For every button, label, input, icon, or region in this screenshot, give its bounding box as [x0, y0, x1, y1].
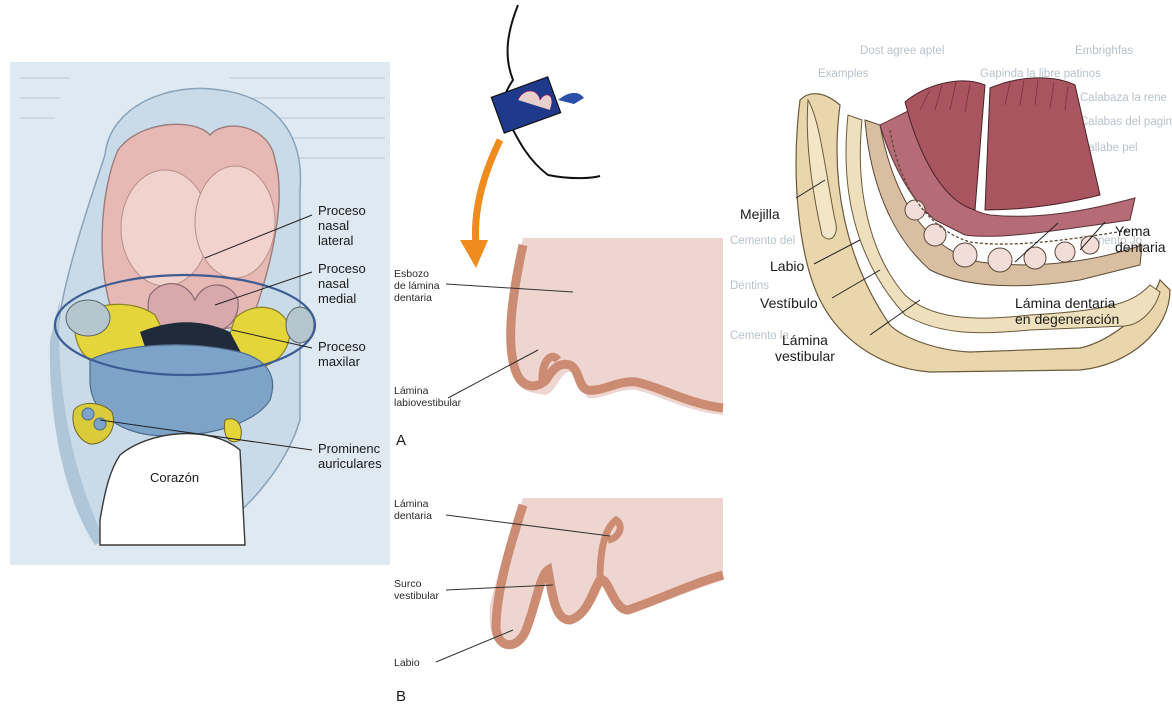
- label-dentaria-b: Lámina dentaria: [394, 498, 432, 522]
- section-illustration: [388, 0, 728, 718]
- label-labiovestibular: Lámina labiovestibular: [394, 385, 461, 409]
- label-yema: Yema dentaria: [1115, 223, 1166, 255]
- tooth-bud: [924, 224, 946, 246]
- label-medial-nasal: Proceso nasal medial: [318, 262, 366, 307]
- label-vestibulo: Vestíbulo: [760, 295, 818, 311]
- mouth-panel: Embrighfas Dost agree aptel Gapinda la l…: [730, 30, 1172, 400]
- orange-arrow: [475, 140, 500, 245]
- label-maxillary: Proceso maxilar: [318, 340, 366, 370]
- embryo-panel: Proceso nasal lateral Proceso nasal medi…: [0, 0, 390, 580]
- tooth-bud: [953, 243, 977, 267]
- tongue-mark: [558, 93, 584, 104]
- orange-arrowhead: [460, 240, 488, 268]
- label-mejilla: Mejilla: [740, 206, 780, 222]
- section-panel: Esbozo de lámina dentaria Lámina labiove…: [388, 0, 728, 718]
- label-surco: Surco vestibular: [394, 578, 439, 602]
- tongue-right: [985, 78, 1100, 210]
- tooth-bud: [988, 248, 1012, 272]
- label-esbozo: Esbozo de lámina dentaria: [394, 268, 440, 304]
- label-lateral-nasal: Proceso nasal lateral: [318, 204, 366, 249]
- tooth-bud: [1055, 242, 1075, 262]
- panel-a-letter: A: [396, 432, 406, 449]
- label-lamina-vestibular: Lámina vestibular: [775, 332, 835, 364]
- label-heart: Corazón: [150, 471, 199, 486]
- tooth-bud: [905, 200, 925, 220]
- eye-left: [66, 300, 110, 336]
- panel-b-letter: B: [396, 688, 406, 705]
- label-labio: Labio: [770, 258, 804, 274]
- label-labio-b: Labio: [394, 657, 420, 669]
- nasal-placode-right: [195, 166, 275, 278]
- label-auricular: Prominenc auriculares: [318, 442, 382, 472]
- label-degeneracion: Lámina dentaria en degeneración: [1015, 295, 1119, 327]
